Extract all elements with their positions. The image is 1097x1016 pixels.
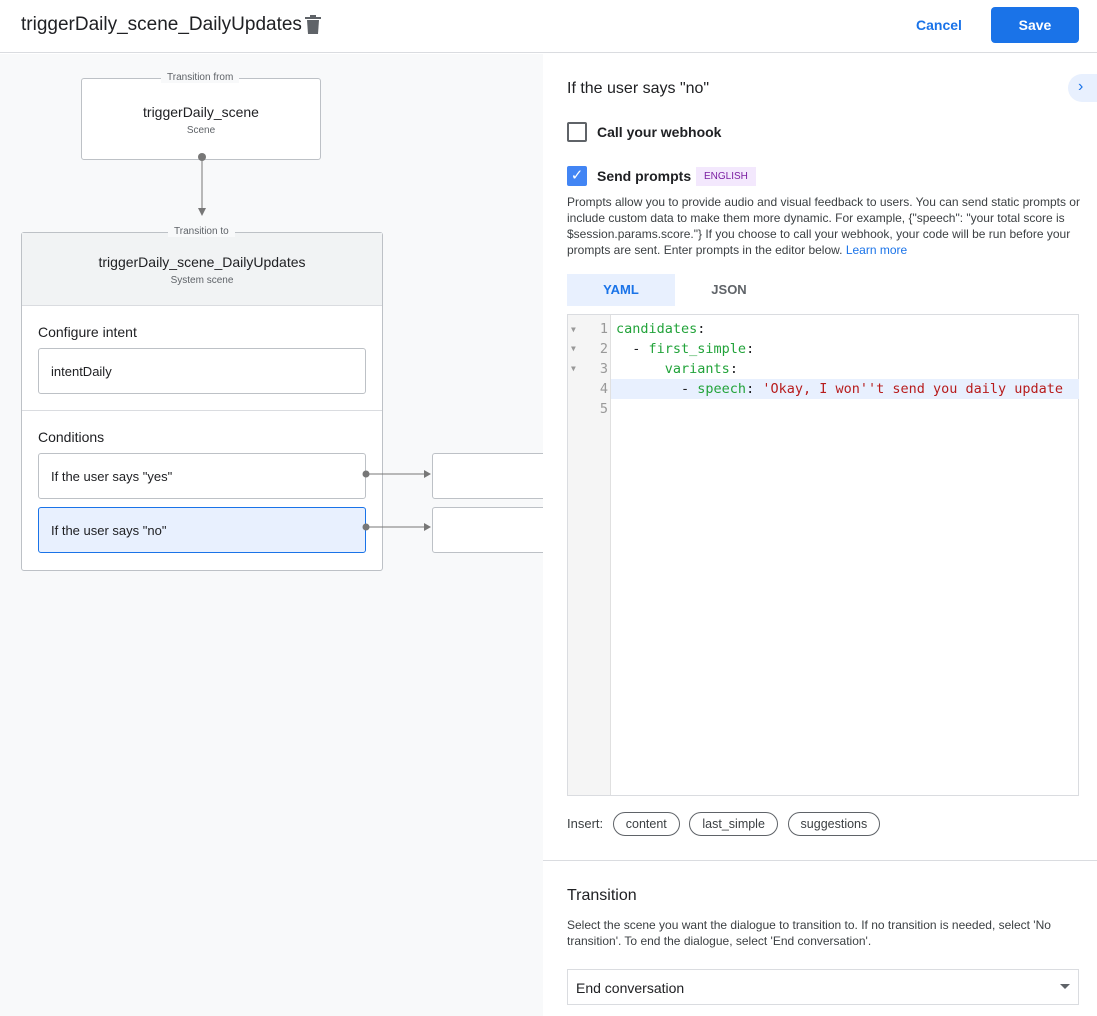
dropdown-icon — [1060, 984, 1070, 994]
to-scene-type: System scene — [170, 275, 234, 286]
cancel-button[interactable]: Cancel — [905, 8, 973, 42]
save-button[interactable]: Save — [991, 7, 1079, 43]
scene-title: triggerDaily_scene_DailyUpdates — [21, 14, 302, 35]
yaml-key: candidates — [616, 321, 698, 337]
transition-to-card: triggerDaily_scene_DailyUpdates System s… — [21, 232, 383, 571]
send-prompts-checkbox[interactable]: ✓ — [567, 166, 587, 186]
language-badge: ENGLISH — [696, 167, 756, 186]
chip-content[interactable]: content — [612, 812, 680, 836]
line-number: 3 — [599, 361, 608, 377]
condition-yes[interactable]: If the user says "yes" — [38, 453, 366, 499]
intent-item[interactable]: intentDaily — [38, 348, 366, 394]
transition-from-label: Transition from — [161, 72, 240, 83]
yaml-key: speech — [697, 381, 747, 397]
webhook-label: Call your webhook — [597, 124, 722, 140]
from-scene-name: triggerDaily_scene — [143, 104, 259, 120]
learn-more-link[interactable]: Learn more — [845, 243, 908, 257]
header: triggerDaily_scene_DailyUpdates Cancel S… — [0, 0, 1097, 53]
transition-to-label: Transition to — [168, 226, 235, 237]
target-no-card[interactable] — [432, 507, 543, 553]
yaml-value: 'Okay, I won''t send you daily update — [762, 381, 1064, 397]
to-scene-name: triggerDaily_scene_DailyUpdates — [98, 254, 306, 270]
connector-arrow — [198, 153, 206, 216]
configure-intent-heading: Configure intent — [38, 324, 137, 340]
target-yes-card[interactable] — [432, 453, 543, 499]
transition-value: End conversation — [576, 980, 685, 996]
yaml-key: first_simple — [648, 341, 747, 357]
panel-title: If the user says "no" — [567, 80, 710, 97]
conditions-heading: Conditions — [38, 429, 105, 445]
transition-heading: Transition — [567, 887, 637, 904]
tab-json[interactable]: JSON — [711, 282, 747, 297]
chevron-right-icon[interactable]: › — [1068, 74, 1097, 102]
line-number: 2 — [599, 341, 608, 357]
chip-last-simple[interactable]: last_simple — [689, 812, 778, 836]
send-prompts-label: Send prompts — [597, 168, 692, 184]
delete-icon[interactable] — [305, 15, 321, 34]
flow-canvas: triggerDaily_scene Scene Transition from… — [0, 54, 543, 1016]
condition-panel: › If the user says "no" Call your webhoo… — [543, 54, 1097, 1016]
insert-label: Insert: — [567, 816, 604, 831]
yaml-key: variants — [664, 361, 730, 377]
line-number: 4 — [599, 381, 608, 397]
transition-select[interactable]: End conversation — [567, 969, 1079, 1005]
transition-description: Select the scene you want the dialogue t… — [567, 918, 1051, 948]
prompts-description: Prompts allow you to provide audio and v… — [567, 195, 1080, 257]
condition-connectors — [362, 470, 431, 531]
line-number: 1 — [599, 321, 608, 337]
chip-suggestions[interactable]: suggestions — [787, 812, 881, 836]
condition-no[interactable]: If the user says "no" — [38, 507, 366, 553]
code-editor[interactable]: ▼ ▼ ▼ 1 2 3 4 5 candidates: - first_simp… — [567, 314, 1079, 796]
from-scene-type: Scene — [186, 125, 216, 136]
transition-from-card[interactable]: triggerDaily_scene Scene — [81, 78, 321, 160]
webhook-checkbox[interactable] — [567, 122, 587, 142]
line-number: 5 — [599, 401, 608, 417]
tab-yaml[interactable]: YAML — [567, 274, 675, 306]
